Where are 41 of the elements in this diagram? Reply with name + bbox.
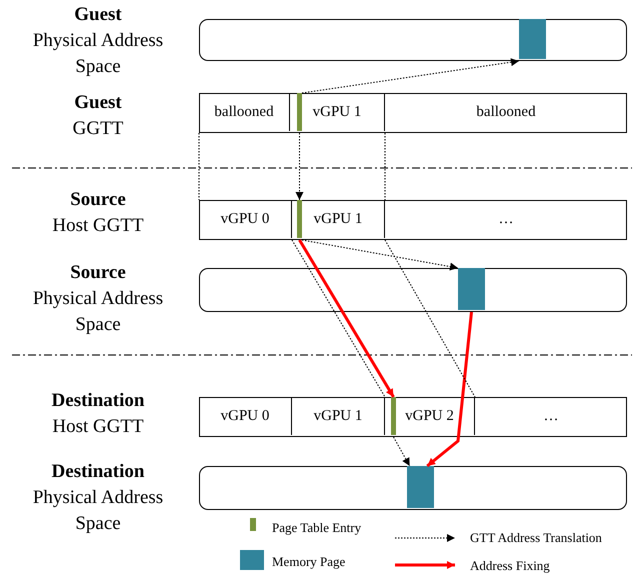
segment-label: vGPU 1 bbox=[312, 104, 362, 120]
row-label: Physical Address Space bbox=[32, 287, 164, 337]
row-heading: Source bbox=[69, 188, 127, 212]
row-label: GGTT bbox=[72, 117, 124, 141]
legend-label: Address Fixing bbox=[470, 558, 550, 574]
segment-label: … bbox=[544, 408, 558, 424]
legend-label: GTT Address Translation bbox=[470, 530, 602, 546]
segment-label: vGPU 1 bbox=[314, 210, 362, 228]
page-table-entry-marker bbox=[297, 93, 302, 131]
segment-label: vGPU 0 bbox=[220, 210, 270, 228]
mapping-guide-line bbox=[384, 240, 476, 398]
mapping-guide-line bbox=[384, 132, 386, 200]
row-heading: Destination bbox=[50, 460, 146, 484]
legend-label: Memory Page bbox=[272, 554, 346, 570]
address-fixing-arrow bbox=[298, 239, 395, 398]
segment-label: vGPU 0 bbox=[220, 408, 270, 424]
segment-label: vGPU 2 bbox=[405, 408, 454, 424]
segment-label: ballooned bbox=[476, 104, 536, 120]
page-table-entry-marker bbox=[391, 397, 396, 435]
memory-page-block bbox=[458, 268, 485, 310]
legend-label: Page Table Entry bbox=[272, 520, 362, 536]
segment-label: vGPU 1 bbox=[314, 408, 362, 424]
row-heading: Destination bbox=[50, 389, 146, 413]
row-heading: Source bbox=[69, 261, 127, 285]
page-table-entry-marker bbox=[297, 200, 302, 238]
row-label: Physical Address Space bbox=[32, 486, 164, 536]
translation-arrow bbox=[296, 132, 304, 200]
row-heading: Guest bbox=[73, 91, 123, 115]
translation-arrow bbox=[302, 58, 520, 94]
row-label: Physical Address Space bbox=[32, 29, 164, 79]
mapping-guide-line bbox=[292, 240, 386, 398]
segment-label: ballooned bbox=[214, 104, 274, 120]
translation-arrow bbox=[302, 240, 458, 271]
address-fixing-arrow bbox=[426, 312, 473, 468]
row-heading: Guest bbox=[73, 3, 123, 27]
mapping-guide-line bbox=[198, 132, 200, 200]
row-label: Host GGTT bbox=[51, 415, 145, 439]
row-label: Host GGTT bbox=[51, 214, 145, 238]
segment-label: … bbox=[498, 210, 514, 228]
memory-page-block bbox=[407, 466, 434, 508]
memory-page-block bbox=[519, 19, 546, 59]
